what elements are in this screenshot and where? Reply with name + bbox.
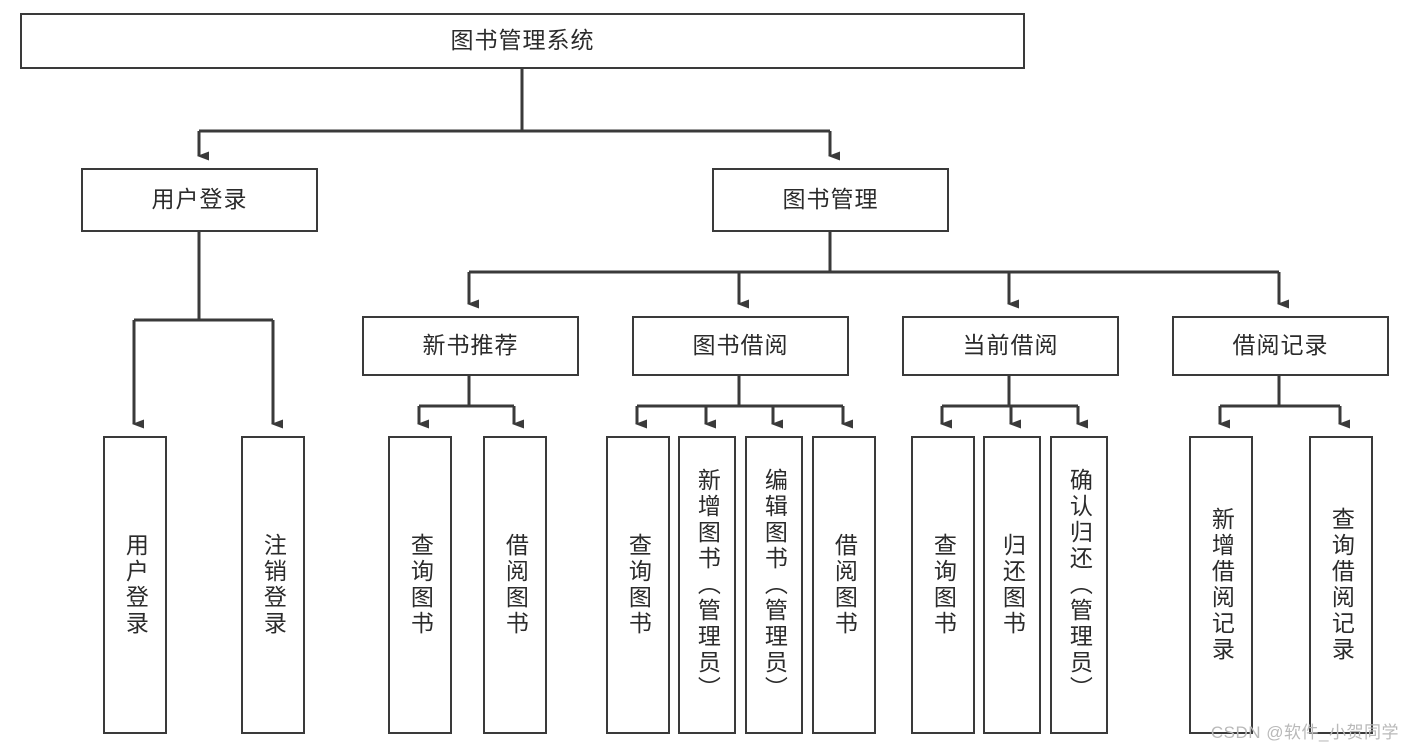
leaf-logout[interactable]: 注销登录: [241, 436, 305, 734]
leaf-query-borrow-record-label: 查询借阅记录: [1328, 507, 1355, 663]
leaf-borrow-book-label: 借阅图书: [831, 533, 858, 637]
leaf-query-book[interactable]: 查询图书: [606, 436, 670, 734]
leaf-user-login[interactable]: 用户登录: [103, 436, 167, 734]
node-root[interactable]: 图书管理系统: [20, 13, 1025, 69]
node-user-login-label: 用户登录: [151, 186, 248, 213]
leaf-confirm-return-admin[interactable]: 确认归还（管理员）: [1050, 436, 1108, 734]
leaf-return-book-label: 归还图书: [999, 533, 1026, 637]
node-borrow-record-label: 借阅记录: [1232, 332, 1329, 359]
node-book-management[interactable]: 图书管理: [712, 168, 949, 232]
leaf-query-borrow-record[interactable]: 查询借阅记录: [1309, 436, 1373, 734]
csdn-watermark: CSDN @软件_小贺同学: [1210, 723, 1399, 742]
leaf-user-login-label: 用户登录: [122, 533, 149, 637]
leaf-edit-book-admin-label: 编辑图书（管理员）: [761, 468, 788, 702]
leaf-query-book-current[interactable]: 查询图书: [911, 436, 975, 734]
leaf-borrow-book[interactable]: 借阅图书: [812, 436, 876, 734]
node-new-book-recommend[interactable]: 新书推荐: [362, 316, 579, 376]
leaf-query-book-recommend[interactable]: 查询图书: [388, 436, 452, 734]
leaf-query-book-recommend-label: 查询图书: [407, 533, 434, 637]
leaf-add-book-admin[interactable]: 新增图书（管理员）: [678, 436, 736, 734]
leaf-borrow-book-recommend[interactable]: 借阅图书: [483, 436, 547, 734]
leaf-logout-label: 注销登录: [260, 533, 287, 637]
leaf-query-book-current-label: 查询图书: [930, 533, 957, 637]
leaf-borrow-book-recommend-label: 借阅图书: [502, 533, 529, 637]
leaf-confirm-return-admin-label: 确认归还（管理员）: [1066, 468, 1093, 702]
node-current-borrow-label: 当前借阅: [962, 332, 1059, 359]
leaf-return-book[interactable]: 归还图书: [983, 436, 1041, 734]
leaf-add-book-admin-label: 新增图书（管理员）: [694, 468, 721, 702]
node-book-borrow-label: 图书借阅: [692, 332, 789, 359]
node-user-login[interactable]: 用户登录: [81, 168, 318, 232]
leaf-edit-book-admin[interactable]: 编辑图书（管理员）: [745, 436, 803, 734]
node-borrow-record[interactable]: 借阅记录: [1172, 316, 1389, 376]
node-current-borrow[interactable]: 当前借阅: [902, 316, 1119, 376]
node-root-label: 图书管理系统: [450, 27, 595, 54]
leaf-add-borrow-record-label: 新增借阅记录: [1208, 507, 1235, 663]
leaf-query-book-label: 查询图书: [625, 533, 652, 637]
node-book-borrow[interactable]: 图书借阅: [632, 316, 849, 376]
node-new-book-recommend-label: 新书推荐: [422, 332, 519, 359]
leaf-add-borrow-record[interactable]: 新增借阅记录: [1189, 436, 1253, 734]
node-book-management-label: 图书管理: [782, 186, 879, 213]
